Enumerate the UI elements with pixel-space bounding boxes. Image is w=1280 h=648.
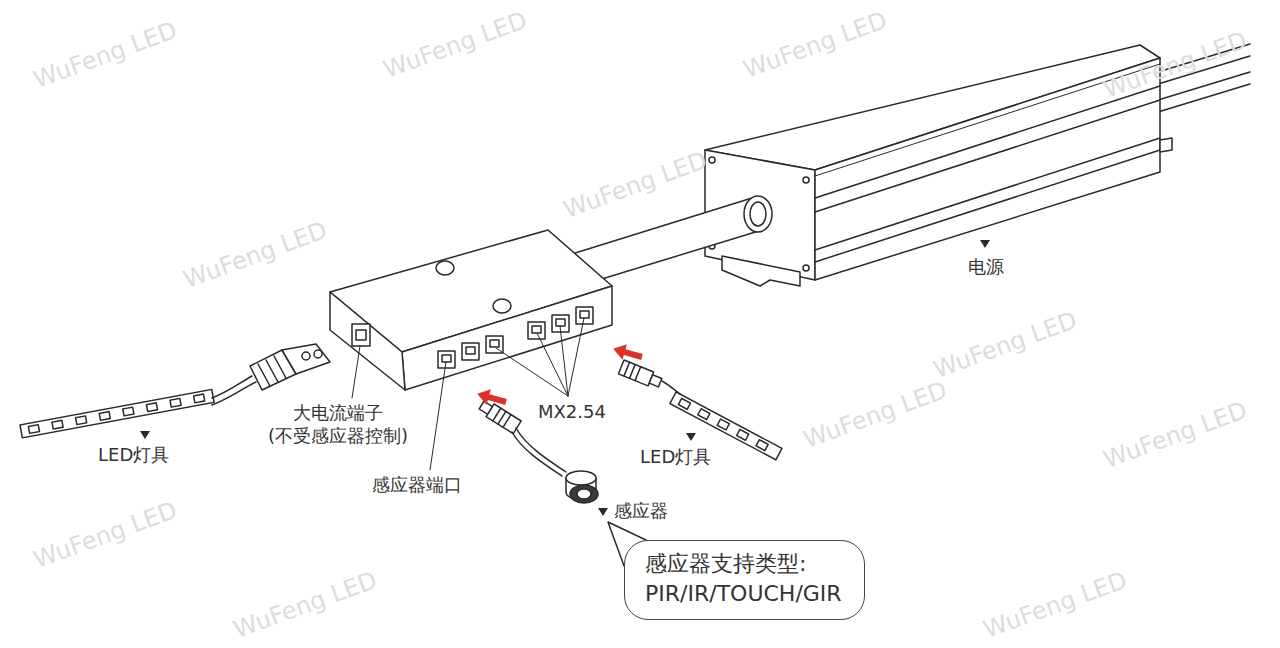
part-label: 电源 [968,256,1004,279]
watermark: WuFeng LED [1099,395,1251,475]
insert-arrow [475,386,508,410]
marker-triangle [140,240,990,516]
led-strip [20,389,214,437]
watermark: WuFeng LED [799,375,951,455]
part-label: 感应器端口 [372,474,462,497]
part-label: LED灯具 [640,446,711,469]
callout-text: 感应器支持类型: [645,549,844,579]
watermark: WuFeng LED [29,15,181,95]
mx-connector [478,399,522,434]
sensor-puck [566,471,598,503]
leader-line [352,318,584,470]
wire [512,428,566,476]
insert-arrow [611,341,644,365]
power-plug [212,344,330,405]
callout-text: PIR/IR/TOUCH/GIR [645,579,844,609]
part-label: MX2.54 [538,401,606,424]
watermark: WuFeng LED [29,495,181,575]
part-label: 感应器 [614,500,668,523]
part-label: 大电流端子 (不受感应器控制) [250,402,426,447]
callout-bubble: 感应器支持类型:PIR/IR/TOUCH/GIR [624,540,865,620]
watermark: WuFeng LED [739,5,891,85]
watermark: WuFeng LED [229,565,381,645]
watermark: WuFeng LED [179,215,331,295]
part-label: LED灯具 [98,444,169,467]
controller-hub [330,230,612,390]
watermark: WuFeng LED [559,145,711,225]
watermark: WuFeng LED [379,5,531,85]
mx-connector [618,360,663,390]
watermark: WuFeng LED [979,565,1131,645]
watermark: WuFeng LED [929,305,1081,385]
